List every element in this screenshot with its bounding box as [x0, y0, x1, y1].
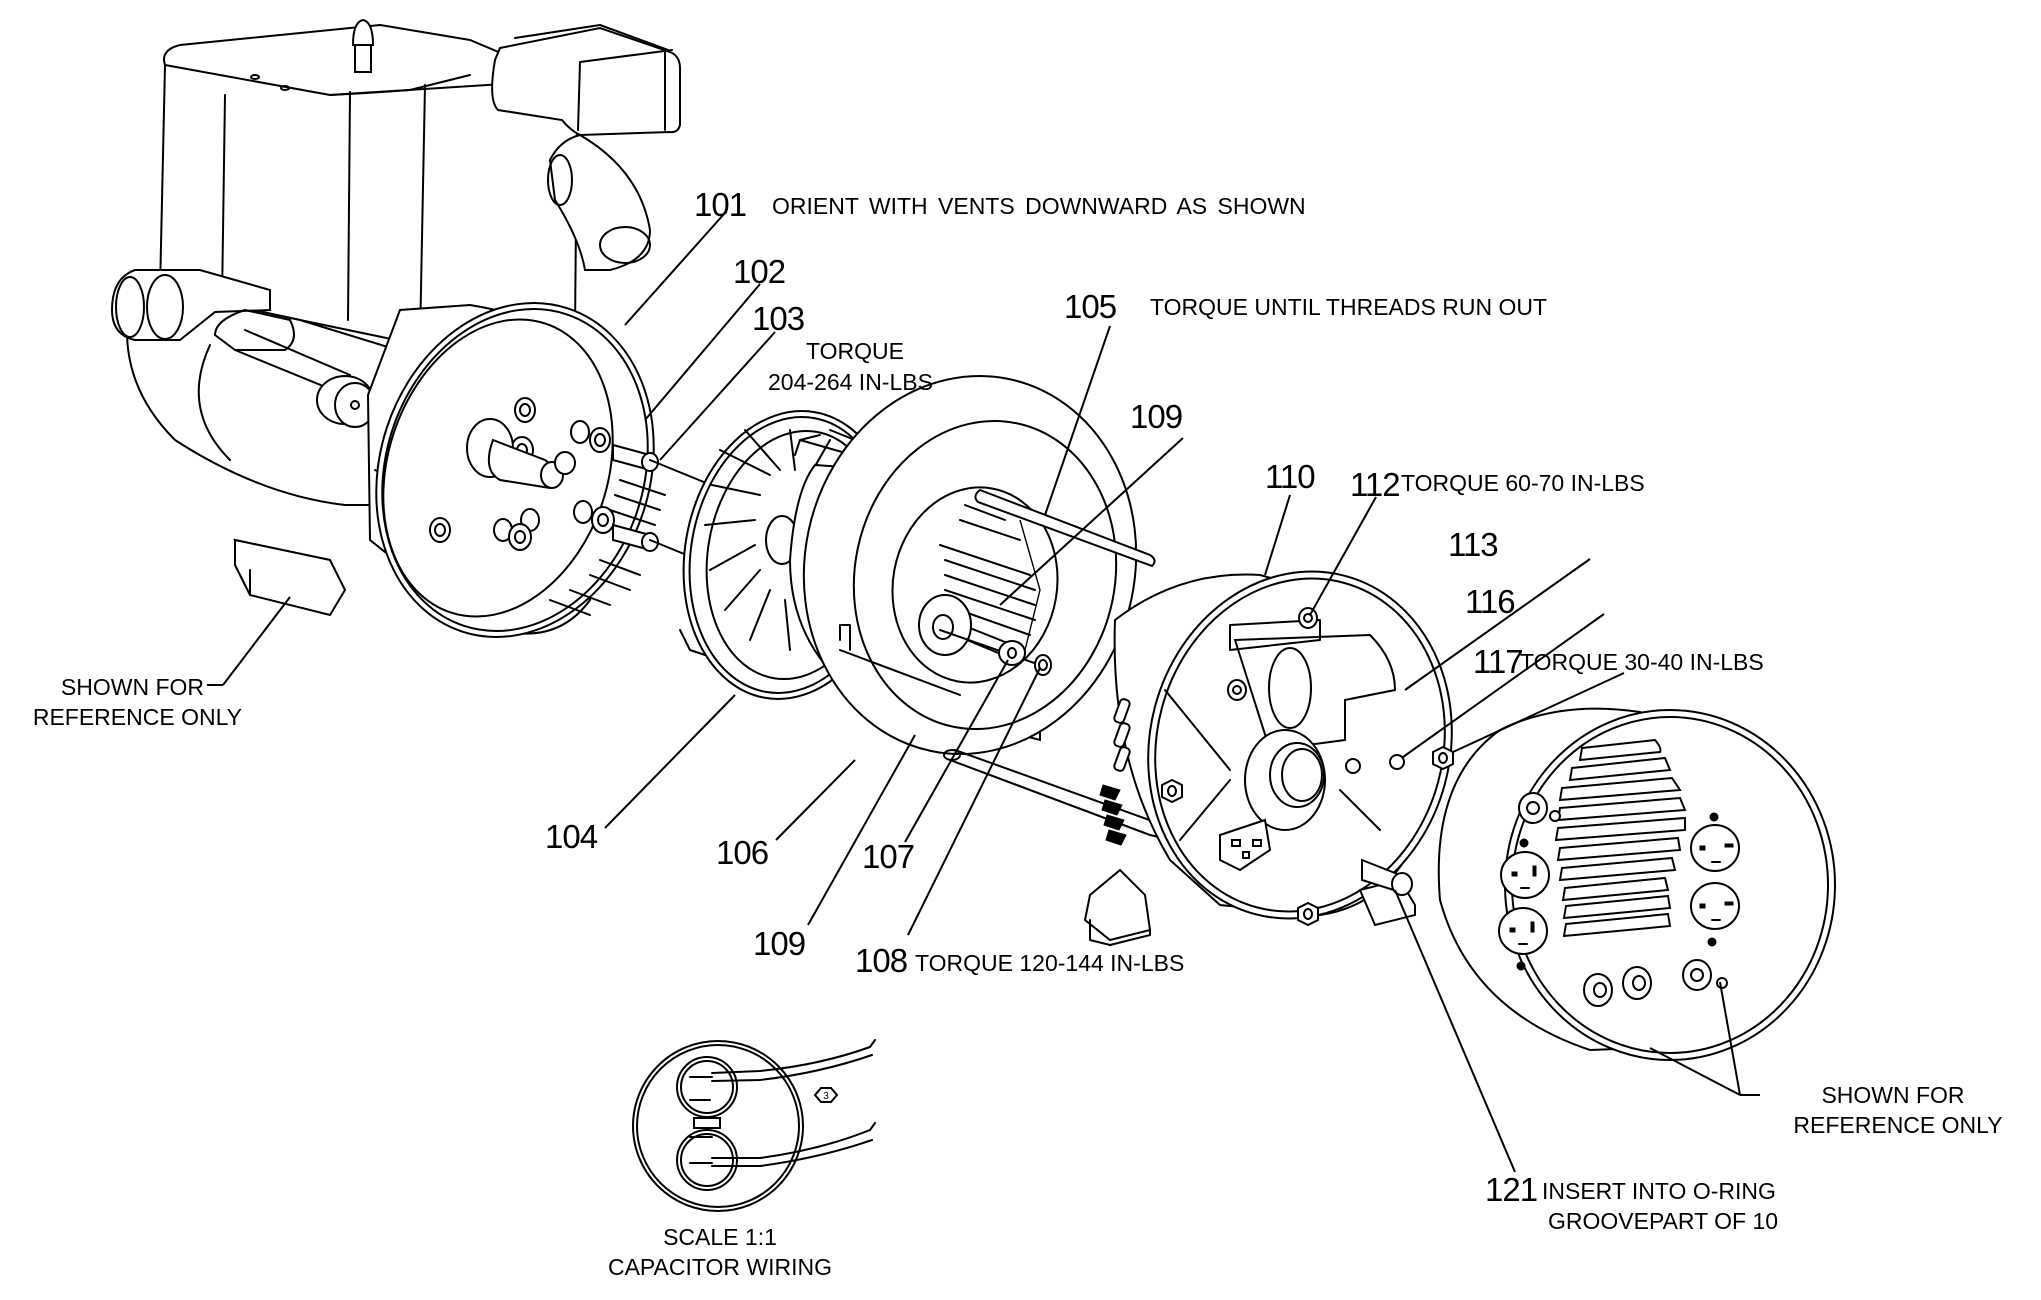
cover-louvers — [1554, 738, 1687, 938]
callout-117-note: TORQUE 30-40 IN-LBS — [1520, 649, 1764, 675]
callout-121-note: INSERT INTO O-RING — [1542, 1178, 1776, 1204]
reference-right-line2: REFERENCE ONLY — [1793, 1112, 2003, 1138]
callout-121: 121 — [1485, 1171, 1538, 1208]
reference-right-line1: SHOWN FOR — [1821, 1082, 1965, 1108]
callout-103-note: TORQUE — [806, 338, 904, 364]
reference-note-left: SHOWN FOR REFERENCE ONLY — [12, 672, 242, 732]
callout-105: 105 — [1064, 288, 1117, 325]
callout-105-note: TORQUE UNTIL THREADS RUN OUT — [1150, 294, 1547, 320]
engine-reference — [110, 18, 681, 617]
detail-scale-label: SCALE 1:1 — [663, 1224, 777, 1250]
callout-109-top: 109 — [1130, 398, 1183, 435]
callout-103-note-2: 204-264 IN-LBS — [768, 369, 933, 395]
callout-107: 107 — [862, 838, 915, 875]
fan-blades — [704, 429, 831, 651]
end-cover-reference — [1437, 707, 1836, 1061]
callout-112-note: TORQUE 60-70 IN-LBS — [1401, 470, 1645, 496]
callout-101-note: ORIENT WITH VENTS DOWNWARD AS SHOWN — [772, 193, 1306, 219]
callout-109-bottom: 109 — [753, 925, 806, 962]
capacitor-detail-caption: SCALE 1:1 CAPACITOR WIRING — [570, 1222, 870, 1282]
callout-106: 106 — [716, 834, 769, 871]
end-bell-vents — [1099, 698, 1131, 846]
leader-lines — [207, 213, 1760, 1173]
callout-112: 112 — [1350, 466, 1401, 503]
part-110-end-bell — [1083, 570, 1454, 946]
callout-101: 101 — [694, 186, 747, 223]
callout-102: 102 — [733, 253, 786, 290]
callout-110: 110 — [1265, 458, 1316, 495]
callout-117: 117 — [1473, 643, 1524, 680]
part-109-stator-ring — [802, 375, 1301, 871]
outlets — [1498, 824, 1740, 955]
callout-108: 108 — [855, 942, 908, 979]
reference-left-line2: REFERENCE ONLY — [32, 704, 242, 730]
callout-104: 104 — [545, 818, 598, 855]
detail-title-label: CAPACITOR WIRING — [607, 1254, 833, 1280]
capacitor-wiring-detail: 3 — [632, 1039, 876, 1212]
hex-nuts — [1161, 745, 1454, 927]
callout-121-note-2: GROOVEPART OF 10 — [1548, 1208, 1779, 1234]
part-101-adapter — [366, 302, 761, 638]
callout-108-note: TORQUE 120-144 IN-LBS — [915, 950, 1185, 976]
hex-marker-text: 3 — [823, 1091, 829, 1102]
callout-113: 113 — [1448, 526, 1499, 563]
callout-103: 103 — [752, 300, 805, 337]
rotor-laminations — [939, 504, 1041, 661]
reference-left-line1: SHOWN FOR — [60, 674, 204, 700]
callout-116: 116 — [1465, 583, 1516, 620]
reference-note-right: SHOWN FOR REFERENCE ONLY — [1763, 1080, 2033, 1140]
